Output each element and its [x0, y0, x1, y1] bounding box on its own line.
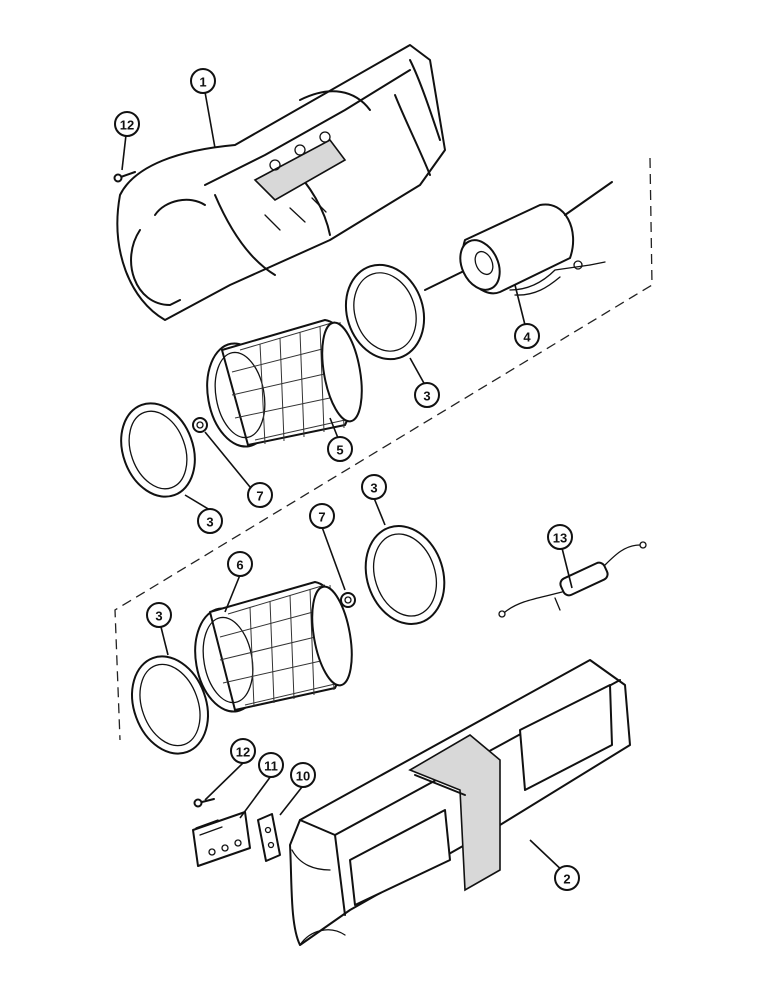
svg-text:5: 5	[336, 443, 343, 458]
svg-text:3: 3	[155, 609, 162, 624]
retaining-clip-upper	[192, 417, 208, 433]
svg-text:2: 2	[563, 872, 570, 887]
callout-3-lower-left: 3	[146, 602, 172, 628]
callout-7-lower: 7	[309, 503, 335, 529]
callout-12-lower: 12	[230, 738, 256, 764]
screw-lower	[193, 798, 215, 808]
svg-text:7: 7	[318, 510, 325, 525]
lower-housing	[289, 659, 631, 946]
wiring-lead-capacitor	[498, 541, 647, 618]
svg-text:3: 3	[370, 481, 377, 496]
callout-5: 5	[327, 436, 353, 462]
blower-motor	[424, 181, 613, 296]
svg-text:3: 3	[206, 515, 213, 530]
resistor-board	[192, 811, 251, 867]
svg-text:4: 4	[523, 330, 531, 345]
callout-7-upper: 7	[247, 482, 273, 508]
svg-text:1: 1	[199, 75, 206, 90]
blower-wheel-upper	[206, 319, 363, 448]
callout-4: 4	[514, 323, 540, 349]
callout-11: 11	[258, 752, 284, 778]
group-dashed-outline	[114, 157, 653, 741]
svg-text:6: 6	[236, 558, 243, 573]
svg-text:10: 10	[296, 769, 310, 784]
callout-3-lower-right: 3	[361, 474, 387, 500]
svg-text:3: 3	[423, 389, 430, 404]
callout-13: 13	[547, 524, 573, 550]
blower-ring-lower-right	[364, 525, 446, 625]
blower-ring-upper-left	[120, 402, 196, 498]
blower-ring-motor-side	[344, 263, 426, 361]
blower-ring-lower-left	[131, 655, 209, 755]
callout-3-upper-left: 3	[197, 508, 223, 534]
svg-text:11: 11	[264, 759, 278, 774]
svg-text:13: 13	[553, 531, 567, 546]
upper-housing	[116, 44, 446, 321]
callout-6: 6	[227, 551, 253, 577]
svg-text:12: 12	[236, 745, 250, 760]
retaining-clip-lower	[340, 592, 356, 608]
callout-10: 10	[290, 762, 316, 788]
svg-text:12: 12	[120, 118, 134, 133]
connector-block	[257, 813, 281, 862]
blower-wheel-lower	[194, 581, 353, 713]
callout-2: 2	[554, 865, 580, 891]
svg-text:7: 7	[256, 489, 263, 504]
callout-3-motor-side: 3	[414, 382, 440, 408]
callout-12-upper: 12	[114, 111, 140, 137]
screw-upper	[113, 171, 136, 183]
callout-1: 1	[190, 68, 216, 94]
